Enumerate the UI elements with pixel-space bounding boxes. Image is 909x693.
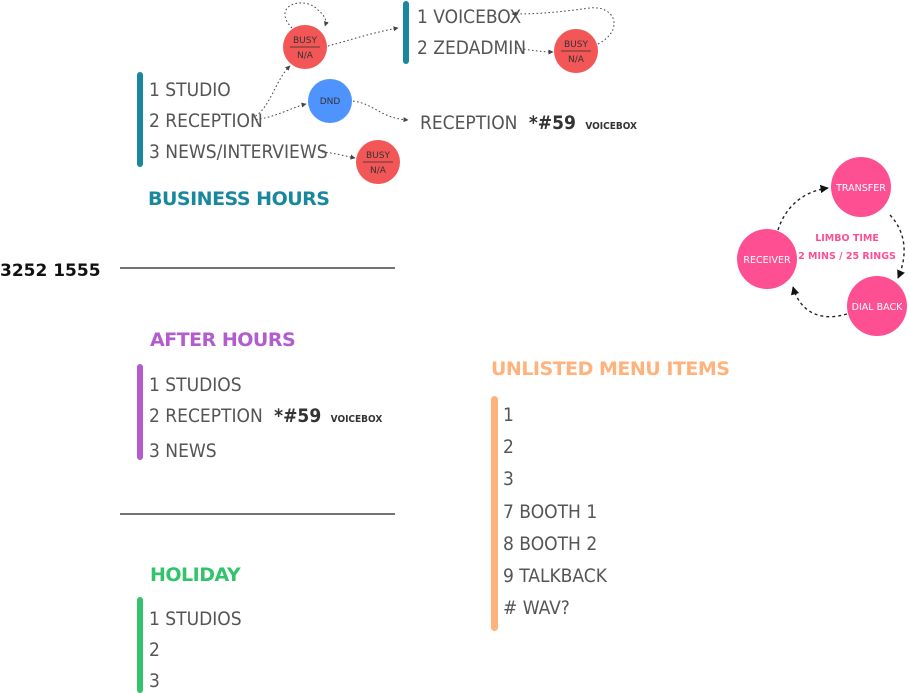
unlisted-item-1: 1 <box>503 404 514 426</box>
after-hours-section: AFTER HOURS 1 STUDIOS 2 RECEPTION *#59 V… <box>137 329 382 462</box>
reception-fallback-label: RECEPTION <box>420 112 517 134</box>
holiday-heading: HOLIDAY <box>150 564 241 586</box>
business-hours-heading: BUSINESS HOURS <box>148 188 329 210</box>
dnd-circle: DND <box>308 79 352 123</box>
holiday-section: HOLIDAY 1 STUDIOS 2 3 <box>137 564 242 693</box>
business-item-studio: 1 STUDIO <box>149 79 231 101</box>
arrow-busy-to-voicebox <box>511 7 615 45</box>
holiday-item-2: 2 <box>149 639 160 661</box>
business-item-news: 3 NEWS/INTERVIEWS <box>149 141 328 163</box>
unlisted-section: UNLISTED MENU ITEMS 1 2 3 7 BOOTH 1 8 BO… <box>491 358 730 631</box>
unlisted-item-talkback: 9 TALKBACK <box>503 565 608 587</box>
reception-fallback: RECEPTION *#59 VOICEBOX <box>420 112 637 134</box>
dial-back-node <box>847 276 907 336</box>
busy-top-label: BUSY <box>293 36 317 46</box>
after-reception-voicebox: VOICEBOX <box>331 414 383 425</box>
arrow-transfer-to-dialback <box>889 214 905 279</box>
arrow-reception-to-busy <box>251 65 291 119</box>
after-hours-heading: AFTER HOURS <box>150 329 295 351</box>
dial-back-label: DIAL BACK <box>852 302 903 313</box>
dnd-label: DND <box>320 97 341 107</box>
submenu-item-voicebox: 1 VOICEBOX <box>417 6 522 28</box>
receiver-label: RECEIVER <box>743 255 791 266</box>
na-zed-label: N/A <box>568 55 585 65</box>
reception-fallback-voicebox: VOICEBOX <box>585 121 637 132</box>
after-item-studios: 1 STUDIOS <box>149 374 242 396</box>
reception-fallback-code: *#59 <box>529 112 576 134</box>
business-hours-section: 1 STUDIO 2 RECEPTION 3 NEWS/INTERVIEWS B… <box>137 1 637 210</box>
unlisted-item-booth1: 7 BOOTH 1 <box>503 501 597 523</box>
after-item-reception: 2 RECEPTION *#59 VOICEBOX <box>149 405 382 427</box>
after-item-reception-label: 2 RECEPTION <box>149 405 263 427</box>
arrow-reception-to-dnd <box>251 102 307 121</box>
arrow-busy-to-submenu <box>327 26 399 47</box>
transfer-node <box>831 157 891 217</box>
unlisted-bar <box>491 396 498 631</box>
after-item-news: 3 NEWS <box>149 440 217 462</box>
after-reception-code: *#59 <box>274 405 321 427</box>
submenu-item-zedadmin: 2 ZEDADMIN <box>417 37 526 59</box>
after-hours-bar <box>137 364 143 460</box>
unlisted-item-2: 2 <box>503 436 514 458</box>
holiday-item-studios: 1 STUDIOS <box>149 608 242 630</box>
busy-circle-zedadmin: BUSY N/A <box>554 29 598 73</box>
limbo-duration-label: 2 MINS / 25 RINGS <box>798 251 896 262</box>
busy-circle-news: BUSY N/A <box>356 140 400 184</box>
receiver-node <box>737 229 797 289</box>
unlisted-item-wav: # WAV? <box>503 597 570 619</box>
business-item-reception: 2 RECEPTION <box>149 110 263 132</box>
busy-zed-label: BUSY <box>564 40 588 50</box>
busy-circle-top: BUSY N/A <box>283 25 327 69</box>
submenu-bar <box>403 1 409 64</box>
unlisted-heading: UNLISTED MENU ITEMS <box>491 358 729 380</box>
busy-news-label: BUSY <box>366 151 390 161</box>
transfer-label: TRANSFER <box>835 183 886 194</box>
na-news-label: N/A <box>370 166 387 176</box>
unlisted-item-booth2: 8 BOOTH 2 <box>503 533 597 555</box>
limbo-cycle: TRANSFER DIAL BACK RECEIVER LIMBO TIME 2… <box>737 157 907 336</box>
arrow-dialback-to-receiver <box>790 286 848 318</box>
business-menu-bar <box>137 72 143 167</box>
limbo-time-label: LIMBO TIME <box>815 233 879 244</box>
unlisted-item-3: 3 <box>503 468 514 490</box>
arrow-busy-loop <box>284 2 329 29</box>
arrow-dnd-to-fallback <box>352 100 409 123</box>
holiday-bar <box>137 597 143 693</box>
na-top-label: N/A <box>297 51 314 61</box>
holiday-item-3: 3 <box>149 670 160 692</box>
phone-number: 3252 1555 <box>0 261 101 281</box>
arrow-receiver-to-transfer <box>777 184 829 231</box>
